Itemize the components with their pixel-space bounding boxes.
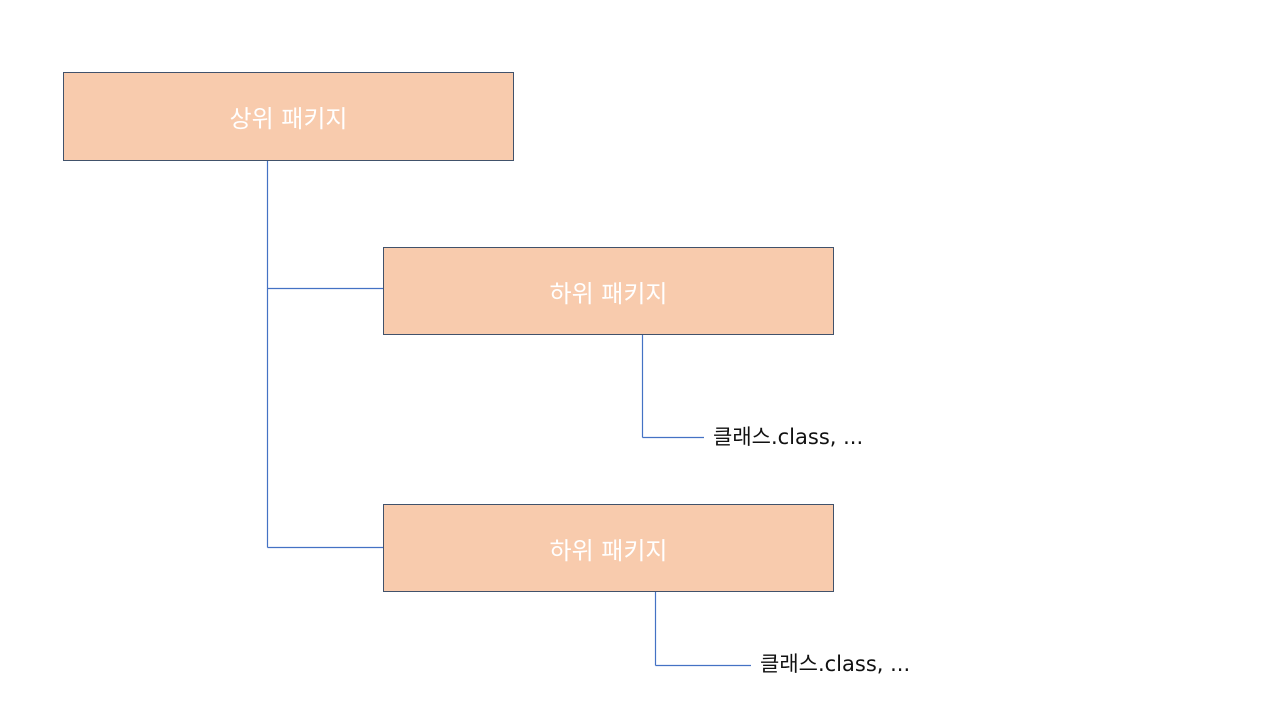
class-leaf-label-2: 클래스.class, ... [760,652,911,676]
child-package-box-2: 하위 패키지 [383,504,834,592]
root-package-label: 상위 패키지 [229,105,348,133]
child-package-label-1: 하위 패키지 [549,279,668,308]
class-leaf-label-1: 클래스.class, ... [713,425,864,449]
root-package-box: 상위 패키지 [63,72,514,161]
child-package-label-2: 하위 패키지 [549,536,668,565]
child-package-box-1: 하위 패키지 [383,247,834,335]
